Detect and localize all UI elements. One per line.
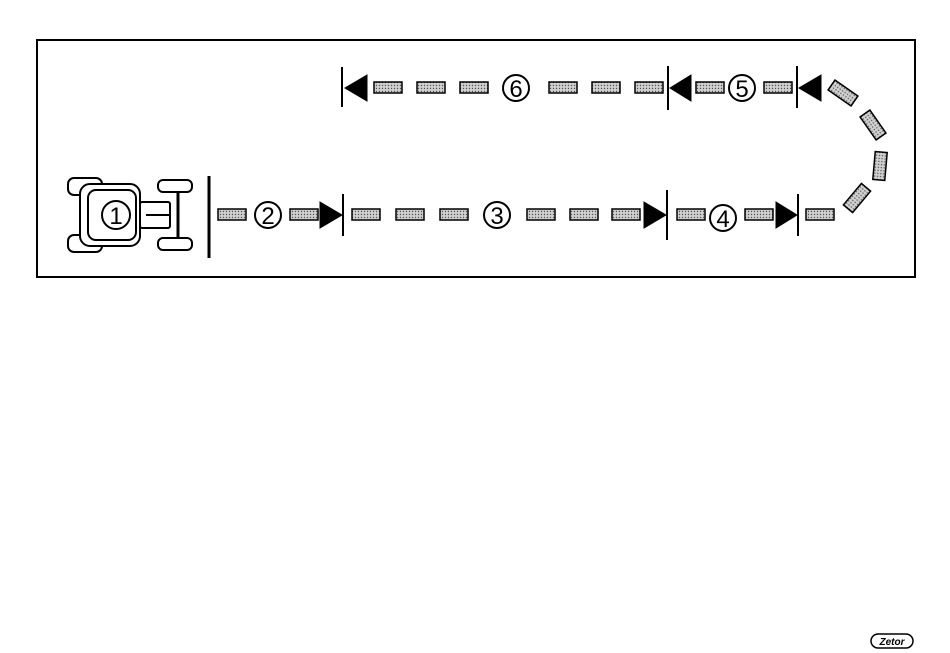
step-label-1: 1 <box>109 203 122 230</box>
arrow-left-icon <box>345 75 367 101</box>
track-block <box>218 209 246 220</box>
track-block <box>527 209 555 220</box>
track-block <box>677 209 705 220</box>
arrow-left-icon <box>799 75 821 101</box>
track-block <box>696 82 724 93</box>
turnaround-blocks <box>828 80 887 213</box>
track-block <box>417 82 445 93</box>
track-block <box>549 82 577 93</box>
track-block <box>290 209 318 220</box>
arrow-left-icon <box>670 75 691 101</box>
step-label-4: 4 <box>716 206 729 233</box>
track-block <box>570 209 598 220</box>
track-block <box>764 82 792 93</box>
bottom-track-blocks <box>218 209 834 220</box>
track-block <box>396 209 424 220</box>
arrow-right-icon <box>776 202 797 228</box>
track-block <box>873 152 887 181</box>
track-block <box>745 209 773 220</box>
track-block <box>635 82 663 93</box>
track-block <box>860 110 886 140</box>
arrow-right-icon <box>644 202 666 228</box>
zetor-logo-text: Zetor <box>879 637 906 648</box>
track-block <box>612 209 640 220</box>
track-block <box>806 209 834 220</box>
track-block <box>374 82 402 93</box>
track-block <box>440 209 468 220</box>
step-label-2: 2 <box>261 203 274 230</box>
arrow-right-icon <box>320 202 342 228</box>
step-label-5: 5 <box>735 76 748 103</box>
track-block <box>828 80 858 106</box>
step-label-6: 6 <box>509 76 522 103</box>
track-block <box>460 82 488 93</box>
zetor-logo: Zetor <box>871 634 913 648</box>
track-block <box>592 82 620 93</box>
step-label-3: 3 <box>490 203 503 230</box>
track-block <box>352 209 380 220</box>
track-block <box>843 183 870 212</box>
